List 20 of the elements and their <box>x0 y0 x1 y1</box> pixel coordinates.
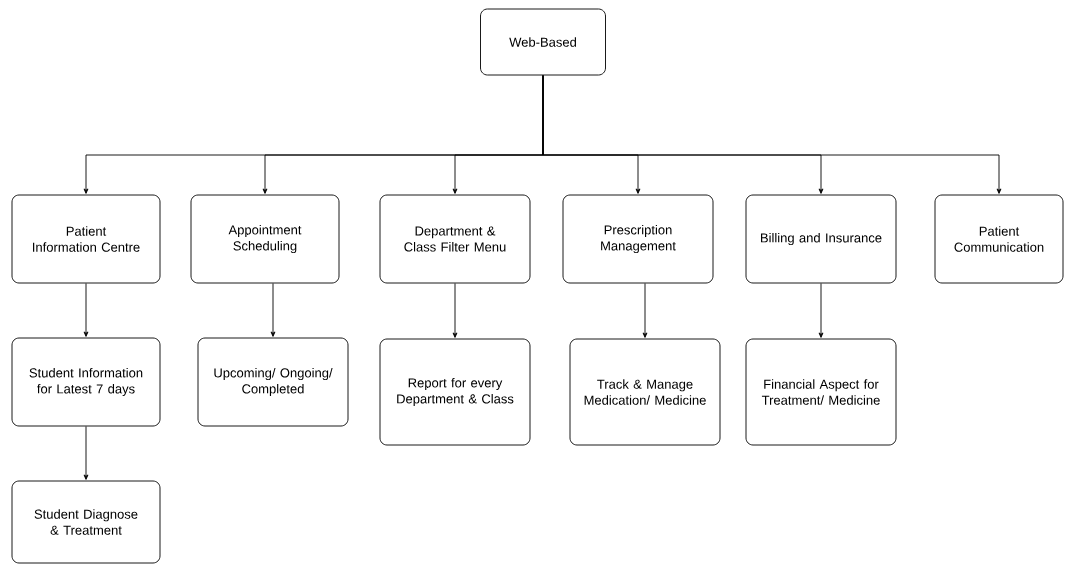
process-box: Web-Based <box>480 8 606 76</box>
process-box: Track & Manage Medication/ Medicine <box>569 338 721 446</box>
process-box: Billing and Insurance <box>745 194 897 284</box>
process-box: Appointment Scheduling <box>190 194 340 284</box>
arrow <box>452 283 458 338</box>
process-box: Student Diagnose & Treatment <box>11 480 161 564</box>
process-box: Patient Information Centre <box>11 194 161 284</box>
arrow <box>542 75 1002 194</box>
process-box: Department & Class Filter Menu <box>379 194 531 284</box>
arrow <box>83 426 89 480</box>
process-box: Prescription Management <box>562 194 714 284</box>
arrow <box>83 283 89 337</box>
process-box: Financial Aspect for Treatment/ Medicine <box>745 338 897 446</box>
process-box: Patient Communication <box>934 194 1064 284</box>
process-box: Student Information for Latest 7 days <box>11 337 161 427</box>
process-box: Upcoming/ Ongoing/ Completed <box>197 337 349 427</box>
arrow <box>642 283 648 338</box>
arrow <box>818 283 824 338</box>
process-box: Report for every Department & Class <box>379 338 531 446</box>
arrow <box>270 283 276 337</box>
